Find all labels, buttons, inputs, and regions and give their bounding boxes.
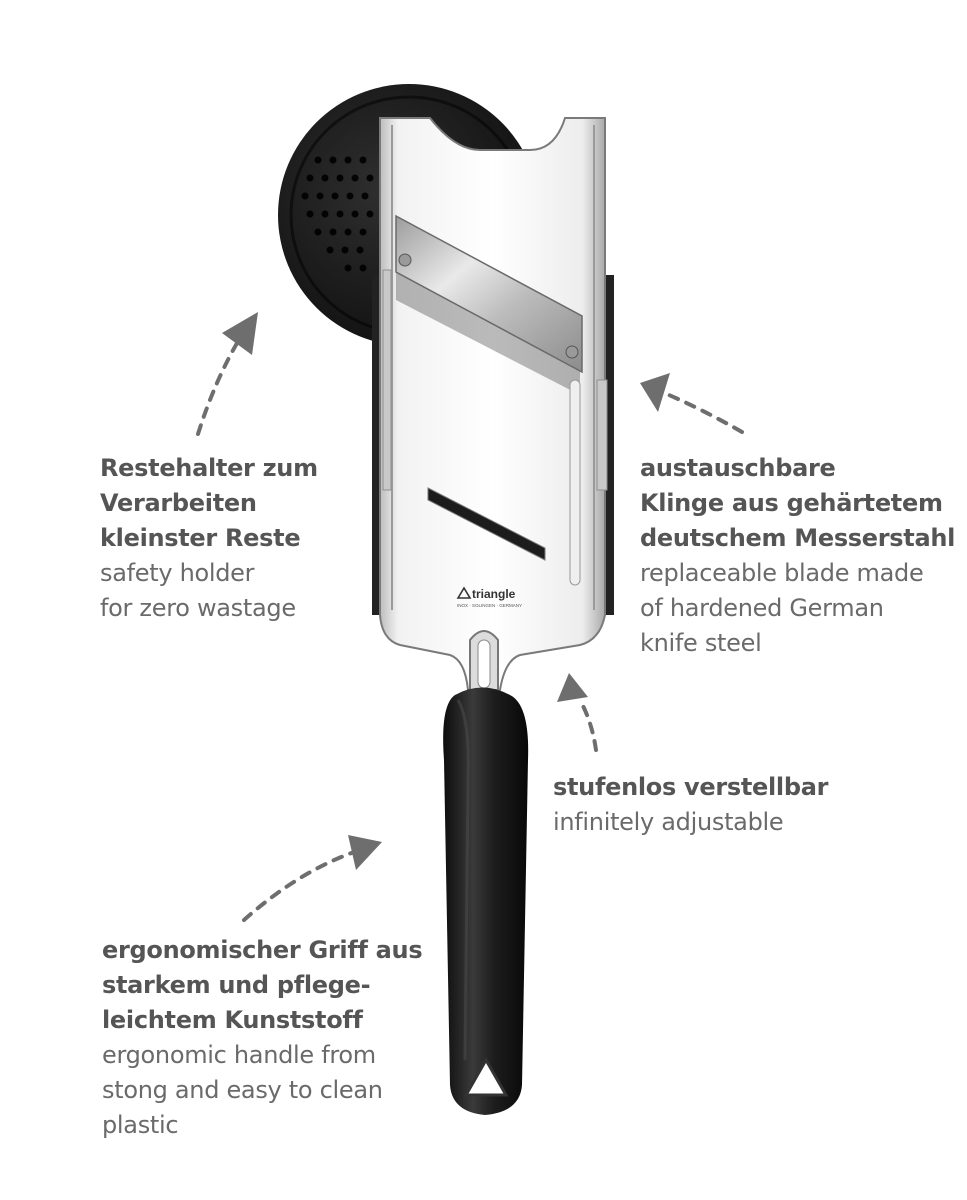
holder-en-line-2: for zero wastage: [100, 594, 296, 622]
arrow-adjust: [578, 698, 598, 752]
arrowhead-blade: [640, 373, 670, 412]
hanging-triangle-hole: [463, 1056, 509, 1097]
callout-safety-holder: Restehalter zum Verarbeiten kleinster Re…: [100, 451, 318, 626]
blade-de-line-1: austauschbare: [640, 454, 836, 482]
brand-logo-text: triangle: [472, 587, 516, 601]
arrowhead-handle: [348, 835, 382, 870]
callout-arrows: [196, 336, 744, 922]
handle-de-line-3: leichtem Kunststoff: [102, 1006, 363, 1034]
arrowhead-holder: [222, 312, 258, 355]
handle-en-line-3: plastic: [102, 1111, 179, 1139]
callout-infinitely-adjustable: stufenlos verstellbar infinitely adjusta…: [553, 770, 828, 840]
blade-en-line-3: knife steel: [640, 629, 762, 657]
arrowhead-adjust: [557, 673, 588, 702]
slicer-steel-plate: [372, 117, 614, 691]
handle-en-line-2: stong and easy to clean: [102, 1076, 383, 1104]
arrow-holder: [196, 336, 242, 436]
adjust-en-line-1: infinitely adjustable: [553, 808, 784, 836]
callout-arrowheads: [222, 312, 670, 870]
handle-de-line-2: starkem und pflege-: [102, 971, 371, 999]
ergonomic-handle: [443, 687, 529, 1115]
callout-replaceable-blade: austauschbare Klinge aus gehärtetem deut…: [640, 451, 955, 661]
arrow-blade: [660, 390, 744, 434]
holder-de-line-1: Restehalter zum: [100, 454, 318, 482]
adjust-de-line-1: stufenlos verstellbar: [553, 773, 829, 801]
blade-en-line-2: of hardened German: [640, 594, 884, 622]
handle-de-line-1: ergonomischer Griff aus: [102, 936, 423, 964]
callout-ergonomic-handle: ergonomischer Griff aus starkem und pfle…: [102, 933, 423, 1143]
brand-logo-subtext: INOX · SOLINGEN · GERMANY: [457, 603, 522, 608]
holder-de-line-2: Verarbeiten: [100, 489, 257, 517]
blade-en-line-1: replaceable blade made: [640, 559, 924, 587]
holder-de-line-3: kleinster Reste: [100, 524, 301, 552]
handle-en-line-1: ergonomic handle from: [102, 1041, 376, 1069]
blade-de-line-3: deutschem Messerstahl: [640, 524, 956, 552]
holder-en-line-1: safety holder: [100, 559, 255, 587]
triangle-brand-logo: triangle INOX · SOLINGEN · GERMANY: [456, 586, 522, 608]
arrow-handle: [242, 848, 362, 922]
replaceable-blade: [395, 214, 583, 395]
blade-de-line-2: Klinge aus gehärtetem: [640, 489, 943, 517]
